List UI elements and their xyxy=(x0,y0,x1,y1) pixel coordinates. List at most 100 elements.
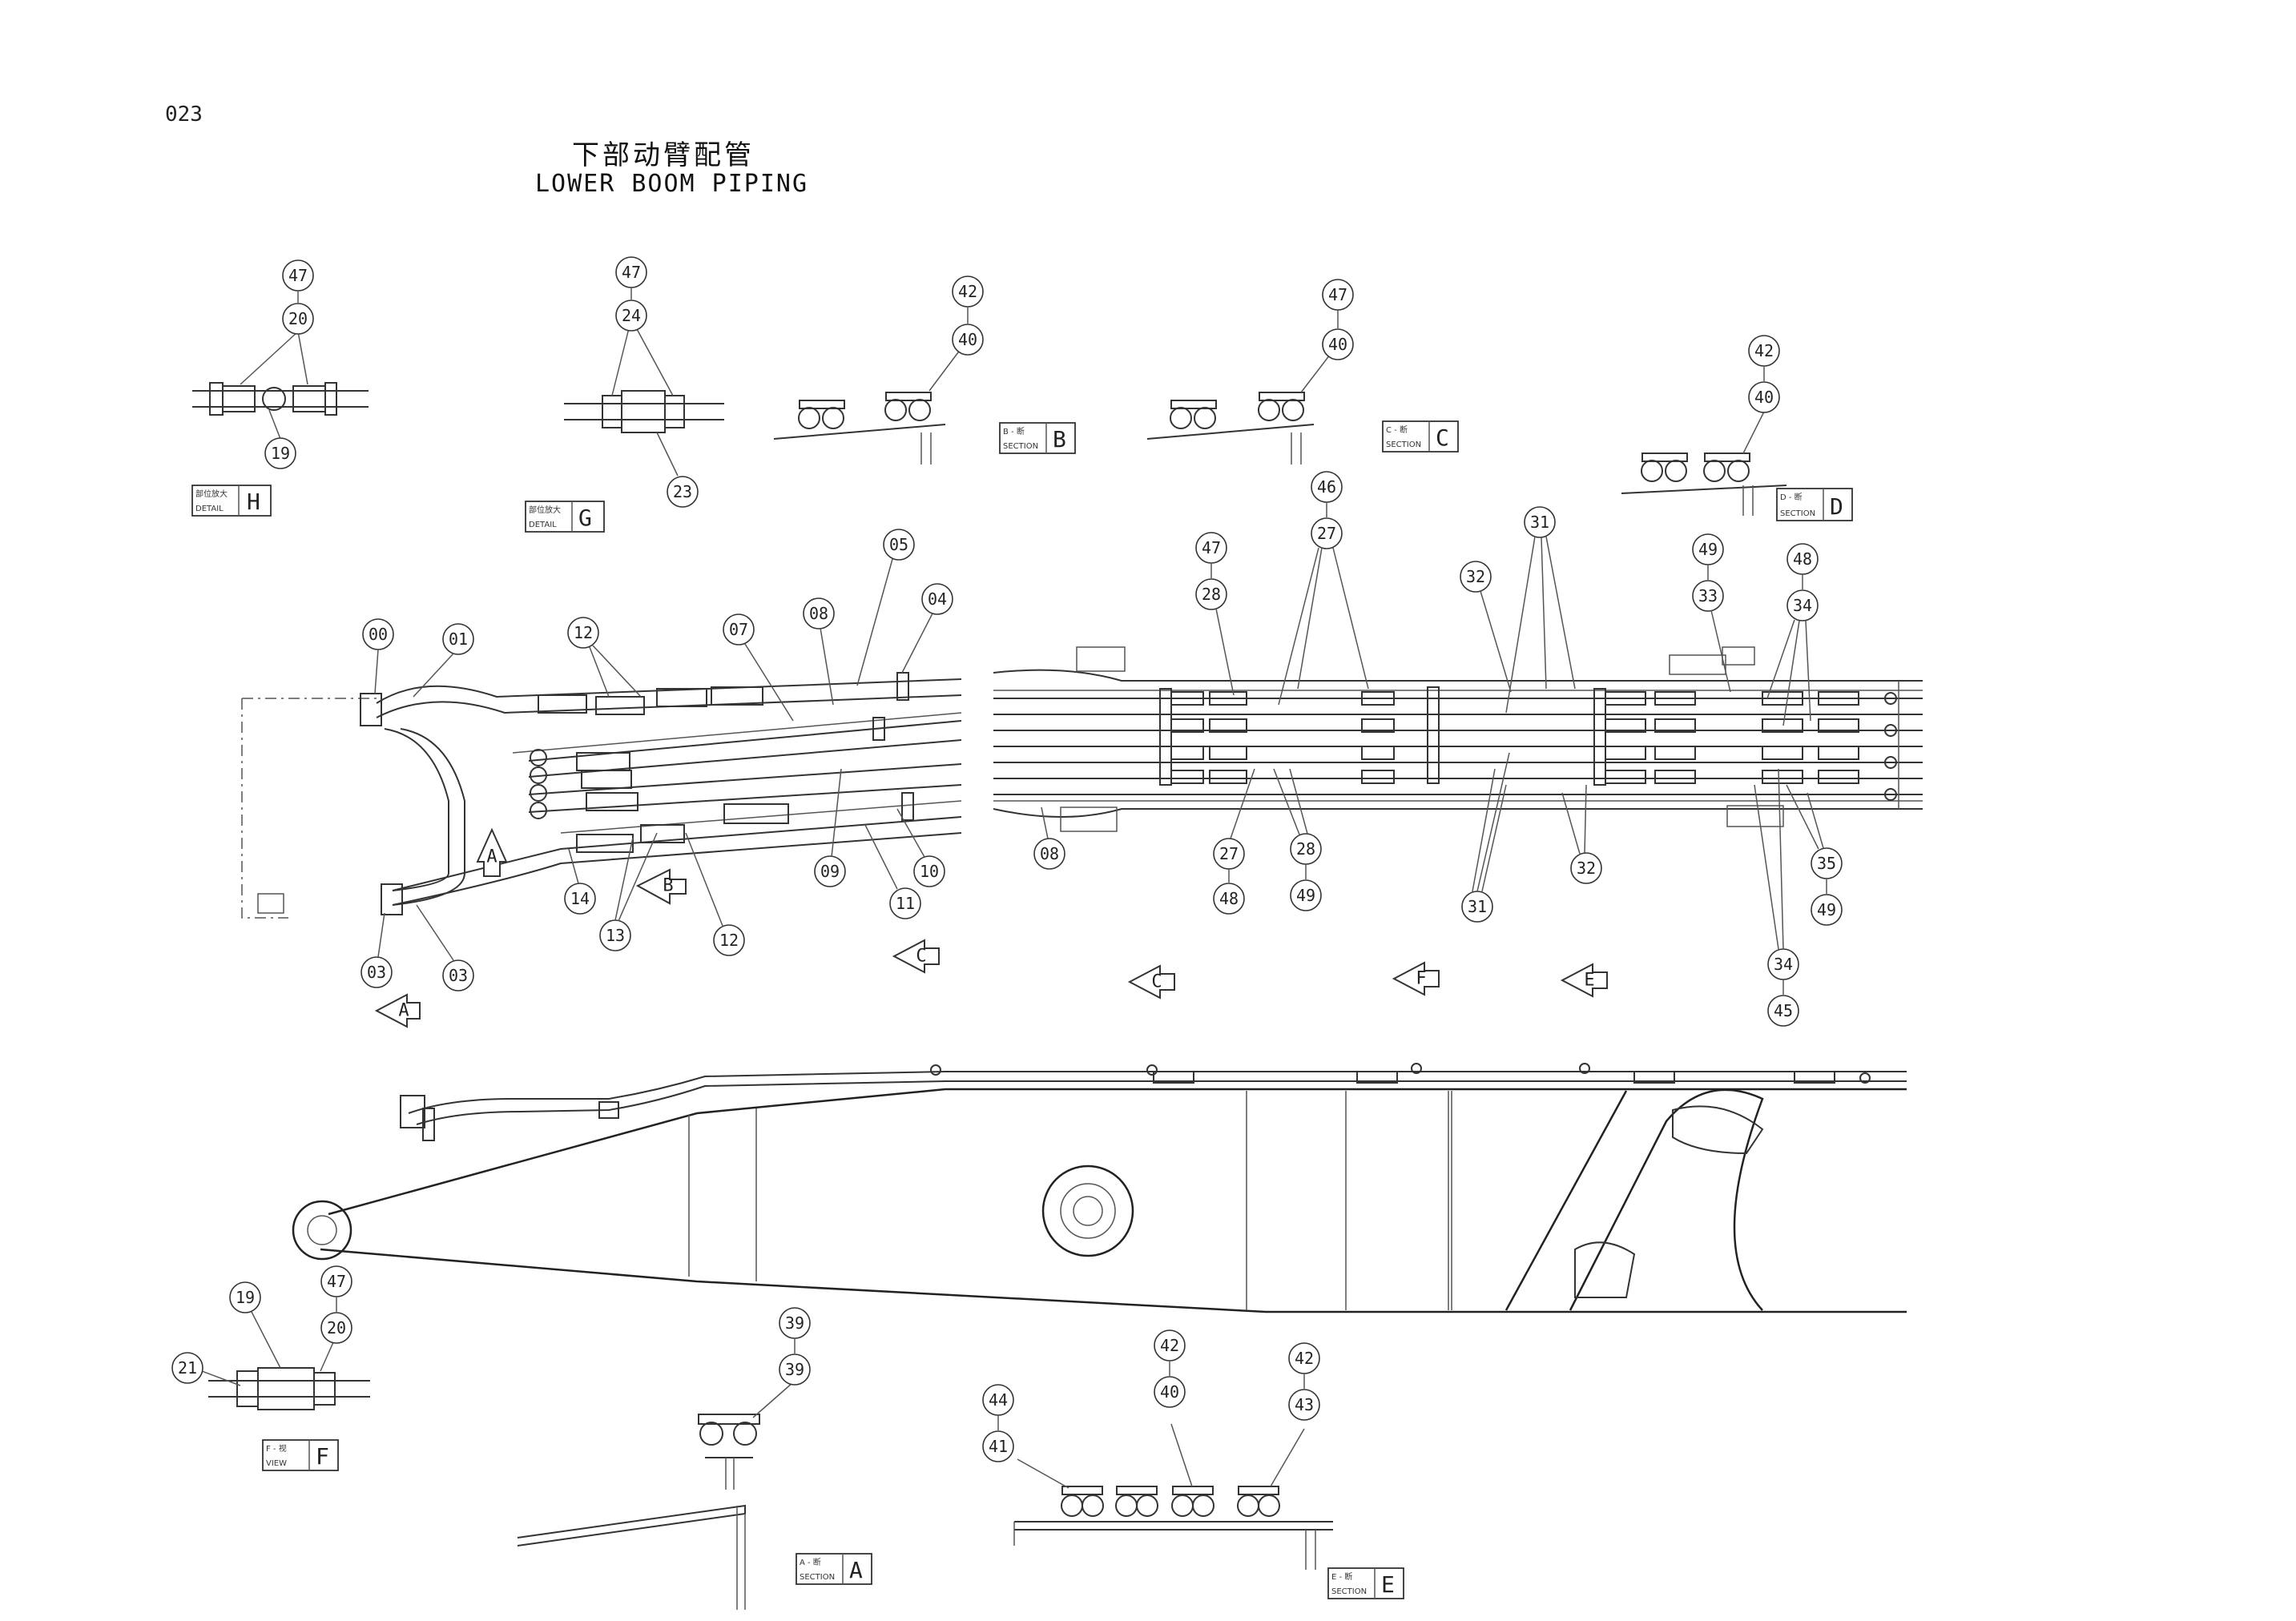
svg-text:12: 12 xyxy=(574,623,593,642)
svg-text:39: 39 xyxy=(785,1313,804,1333)
label-section-e: E - 断 SECTION E xyxy=(1327,1567,1404,1599)
svg-text:A: A xyxy=(849,1557,863,1583)
svg-text:H: H xyxy=(247,489,260,515)
svg-text:14: 14 xyxy=(570,889,590,908)
callout-07: 07 xyxy=(723,613,755,646)
section-d-drawing xyxy=(1621,411,1787,516)
svg-text:SECTION: SECTION xyxy=(1386,440,1421,449)
callout-14: 14 xyxy=(564,883,596,915)
svg-text:F: F xyxy=(316,1443,329,1470)
callout-47-section-c: 47 xyxy=(1322,279,1354,311)
svg-text:SECTION: SECTION xyxy=(1003,442,1038,451)
svg-text:F - 视: F - 视 xyxy=(266,1443,287,1454)
svg-text:SECTION: SECTION xyxy=(800,1573,835,1582)
svg-text:F: F xyxy=(1416,969,1426,989)
svg-text:27: 27 xyxy=(1219,844,1239,863)
label-section-d: D - 断 SECTION D xyxy=(1776,488,1853,521)
svg-text:08: 08 xyxy=(809,604,828,623)
svg-text:45: 45 xyxy=(1774,1001,1793,1020)
svg-text:D: D xyxy=(1830,493,1843,520)
view-arrow-c-right: C xyxy=(1127,964,1175,1000)
callout-03-b: 03 xyxy=(442,959,474,992)
piping-plan-right xyxy=(993,646,1923,832)
callout-34-plan-right-bottom: 34 xyxy=(1767,948,1799,980)
svg-text:43: 43 xyxy=(1295,1395,1314,1414)
svg-text:A - 断: A - 断 xyxy=(800,1557,821,1567)
callout-34-plan-right-top: 34 xyxy=(1786,589,1819,621)
svg-text:32: 32 xyxy=(1577,859,1596,878)
svg-text:DETAIL: DETAIL xyxy=(529,521,557,529)
callout-42-section-e-mid: 42 xyxy=(1154,1329,1186,1362)
view-arrow-c-left: C xyxy=(892,939,940,974)
callout-46: 46 xyxy=(1311,471,1343,503)
svg-text:23: 23 xyxy=(673,482,692,501)
callout-28-plan-right-bottom: 28 xyxy=(1290,833,1322,865)
svg-text:19: 19 xyxy=(236,1288,255,1307)
svg-text:47: 47 xyxy=(622,263,641,282)
svg-text:34: 34 xyxy=(1793,596,1812,615)
callout-03-a: 03 xyxy=(361,956,393,988)
svg-text:42: 42 xyxy=(958,282,977,301)
svg-text:05: 05 xyxy=(889,535,908,554)
svg-text:E: E xyxy=(1584,971,1594,991)
svg-text:G: G xyxy=(578,505,592,531)
view-arrow-a-lower: A xyxy=(374,993,421,1028)
svg-text:48: 48 xyxy=(1219,889,1239,908)
svg-text:A: A xyxy=(398,1001,409,1021)
label-section-c: C - 断 SECTION C xyxy=(1382,420,1459,453)
label-section-a: A - 断 SECTION A xyxy=(796,1553,872,1585)
view-arrow-f: F xyxy=(1392,961,1440,996)
svg-text:24: 24 xyxy=(622,306,641,325)
label-detail-h: 部位放大 DETAIL H xyxy=(191,485,272,517)
piping-plan-left xyxy=(241,672,962,919)
callout-40-section-c: 40 xyxy=(1322,328,1354,360)
callout-10: 10 xyxy=(913,855,945,887)
svg-text:27: 27 xyxy=(1317,524,1336,543)
callout-42-section-d: 42 xyxy=(1748,335,1780,367)
callout-40-section-d: 40 xyxy=(1748,381,1780,413)
callout-49-plan-right-bottom: 49 xyxy=(1290,879,1322,911)
svg-text:SECTION: SECTION xyxy=(1780,509,1815,518)
svg-text:40: 40 xyxy=(1328,335,1347,354)
view-arrow-a-upper: A xyxy=(476,827,508,877)
svg-text:13: 13 xyxy=(606,926,625,945)
svg-text:44: 44 xyxy=(989,1390,1008,1410)
svg-text:42: 42 xyxy=(1754,341,1774,360)
svg-text:A: A xyxy=(486,847,497,867)
svg-text:B - 断: B - 断 xyxy=(1003,426,1025,436)
svg-text:40: 40 xyxy=(1754,388,1774,407)
svg-text:08: 08 xyxy=(1040,844,1059,863)
svg-text:49: 49 xyxy=(1698,540,1718,559)
callout-32-plan-right-top: 32 xyxy=(1460,561,1492,593)
label-section-b: B - 断 SECTION B xyxy=(999,422,1076,454)
boom-side-elevation xyxy=(292,1063,1907,1313)
callout-40-section-e: 40 xyxy=(1154,1376,1186,1408)
callout-33: 33 xyxy=(1692,580,1724,612)
svg-text:04: 04 xyxy=(928,589,947,609)
svg-text:11: 11 xyxy=(896,894,915,913)
section-b-drawing xyxy=(773,339,969,465)
callout-20-view-f: 20 xyxy=(320,1312,352,1344)
svg-text:SECTION: SECTION xyxy=(1331,1587,1367,1596)
label-detail-g: 部位放大 DETAIL G xyxy=(525,501,605,533)
callout-04: 04 xyxy=(921,583,953,615)
svg-text:01: 01 xyxy=(449,629,468,649)
callout-44: 44 xyxy=(982,1384,1014,1416)
svg-text:00: 00 xyxy=(369,625,388,644)
callout-12-top: 12 xyxy=(567,617,599,649)
svg-text:DETAIL: DETAIL xyxy=(195,505,224,513)
callout-40-section-b: 40 xyxy=(952,324,984,356)
detail-g-drawing xyxy=(564,318,724,477)
callout-39-section-a: 39 xyxy=(779,1354,811,1386)
svg-text:20: 20 xyxy=(288,309,308,328)
svg-text:C - 断: C - 断 xyxy=(1386,424,1408,435)
callout-41: 41 xyxy=(982,1430,1014,1462)
callout-42-section-b: 42 xyxy=(952,276,984,308)
page-number: 023 xyxy=(165,103,203,127)
callout-42-section-e-right: 42 xyxy=(1288,1342,1320,1374)
svg-text:21: 21 xyxy=(178,1358,197,1378)
view-arrow-b: B xyxy=(635,868,687,905)
detail-h-drawing xyxy=(192,331,369,440)
svg-text:49: 49 xyxy=(1817,900,1836,919)
svg-text:VIEW: VIEW xyxy=(266,1459,287,1468)
